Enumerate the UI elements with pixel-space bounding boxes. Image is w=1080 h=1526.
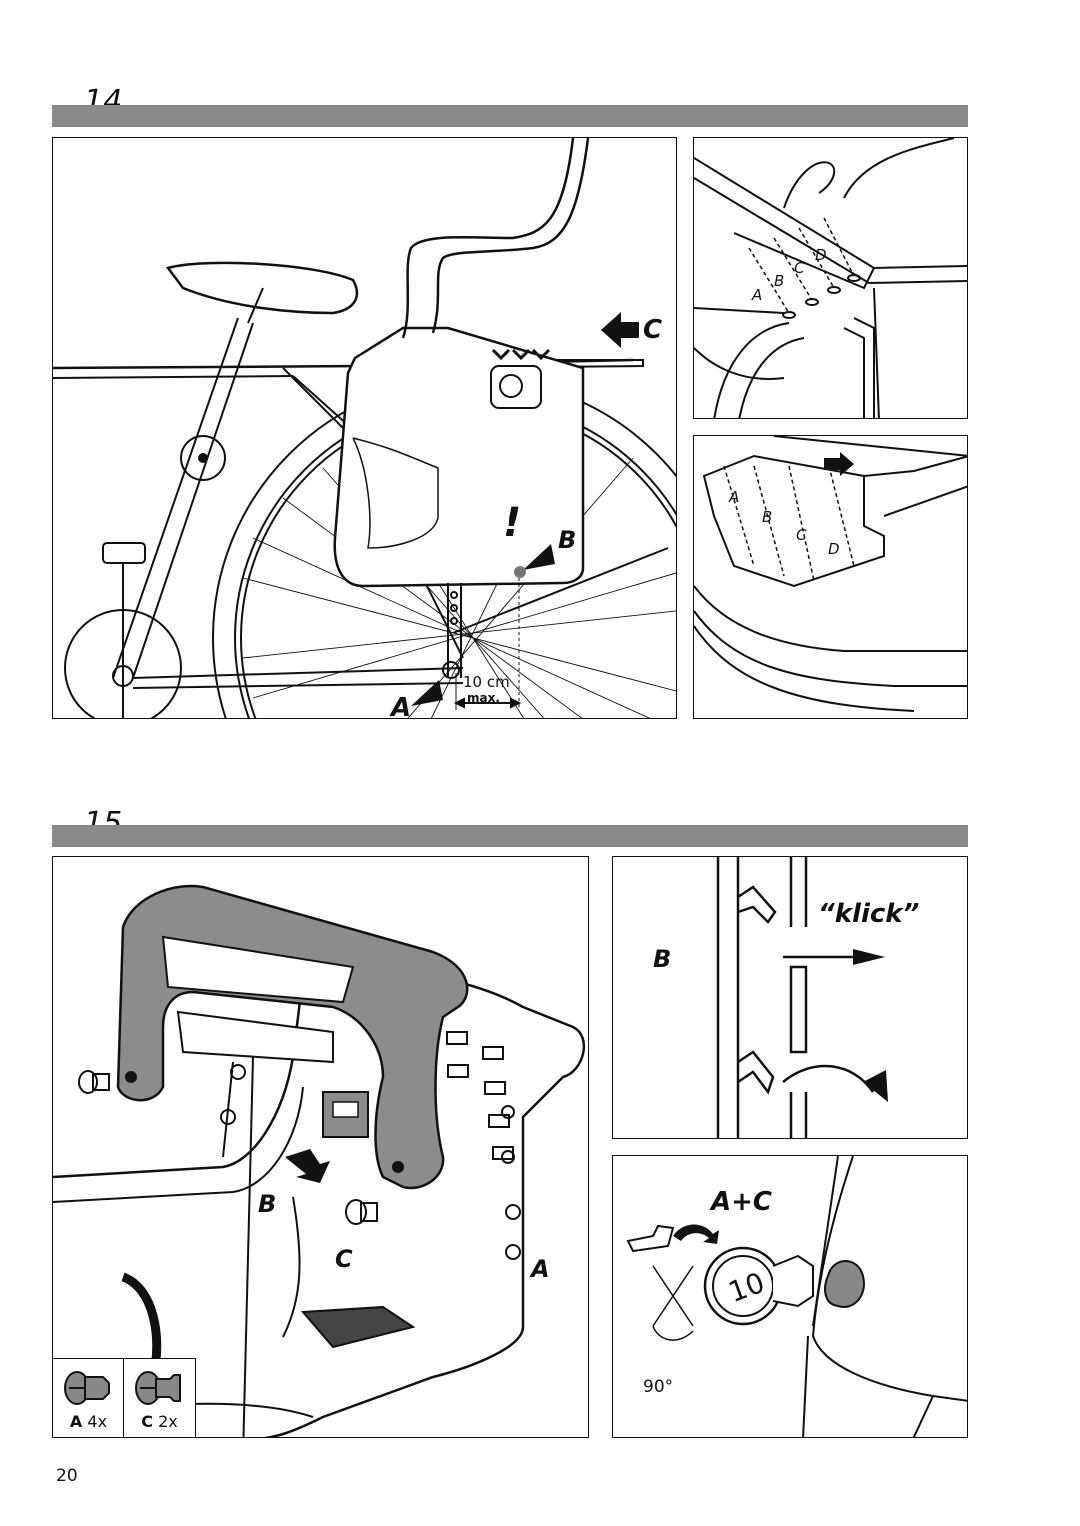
slide-arrow-icon bbox=[824, 452, 854, 476]
legend-a-key: A bbox=[69, 1412, 83, 1431]
legend-screw-c: C 2x bbox=[123, 1358, 196, 1438]
saddle bbox=[165, 261, 359, 315]
fig14-rack-holes-panel: A B C D bbox=[693, 137, 968, 419]
bicycle-seat-illustration: C B ! A 10 cm max. bbox=[53, 138, 676, 719]
legend-c-count: 2x bbox=[158, 1412, 178, 1431]
rack-holes-illustration: A B C D bbox=[694, 138, 967, 418]
legend-a-caption: A 4x bbox=[53, 1412, 124, 1431]
arrow-a-icon bbox=[411, 680, 443, 706]
fig14-rack-slots-panel: A B C D bbox=[693, 435, 968, 719]
arrow-c-icon bbox=[601, 312, 639, 348]
hole-label-a: A bbox=[751, 286, 762, 304]
legend-c-key: C bbox=[141, 1412, 153, 1431]
fig15-seat-panel: B C A bbox=[52, 856, 589, 1438]
seat-backrest-illustration: B C A bbox=[53, 884, 585, 1437]
slot-label-c: C bbox=[796, 526, 807, 544]
screw-c-icon bbox=[135, 1371, 181, 1405]
slot-label-d: D bbox=[828, 540, 840, 558]
label-a-plus-c: A+C bbox=[709, 1187, 772, 1217]
key-lock-illustration: A+C 90° 10 bbox=[626, 1156, 967, 1437]
hole-label-c: C bbox=[794, 259, 805, 277]
step-14-header-bar bbox=[52, 105, 968, 127]
screw-c-center bbox=[345, 1199, 378, 1225]
marker-dot bbox=[514, 566, 526, 578]
label-b: B bbox=[653, 945, 671, 973]
hole-label-d: D bbox=[815, 246, 827, 264]
label-b: B bbox=[558, 526, 576, 554]
click-mechanism-illustration: “klick” B bbox=[653, 857, 919, 1138]
screw-a-left bbox=[78, 1070, 110, 1094]
push-down-arrow-icon bbox=[285, 1149, 330, 1183]
page-number: 20 bbox=[56, 1466, 78, 1486]
arrow-b-icon bbox=[523, 544, 555, 570]
fig14-bicycle-panel: C B ! A 10 cm max. bbox=[52, 137, 677, 719]
distance-max-label: max. bbox=[467, 691, 500, 705]
legend-c-caption: C 2x bbox=[124, 1412, 195, 1431]
rotate-arrow-icon bbox=[673, 1224, 719, 1244]
step-15-header-bar bbox=[52, 825, 968, 847]
arrow-right-icon bbox=[853, 949, 885, 965]
rack-slots-illustration: A B C D bbox=[694, 436, 967, 712]
label-b: B bbox=[258, 1190, 276, 1218]
label-a: A bbox=[529, 1255, 550, 1283]
arrow-curve-icon bbox=[863, 1070, 888, 1102]
distance-label: 10 cm bbox=[463, 673, 510, 691]
warning-mark: ! bbox=[503, 500, 521, 546]
angle-label: 90° bbox=[643, 1377, 673, 1397]
slot-label-b: B bbox=[762, 508, 772, 526]
fig15-lock-panel: A+C 90° 10 bbox=[612, 1155, 968, 1438]
hole-label-b: B bbox=[774, 272, 784, 290]
fig15-klick-panel: “klick” B bbox=[612, 856, 968, 1139]
label-a: A bbox=[389, 693, 411, 719]
screw-a-icon bbox=[64, 1371, 110, 1405]
label-c: C bbox=[643, 315, 662, 345]
legend-screw-a: A 4x bbox=[52, 1358, 125, 1438]
legend-a-count: 4x bbox=[87, 1412, 108, 1431]
klick-sound-label: “klick” bbox=[818, 899, 919, 929]
label-c: C bbox=[335, 1245, 353, 1273]
key-icon bbox=[626, 1224, 675, 1253]
slot-label-a: A bbox=[728, 488, 739, 506]
